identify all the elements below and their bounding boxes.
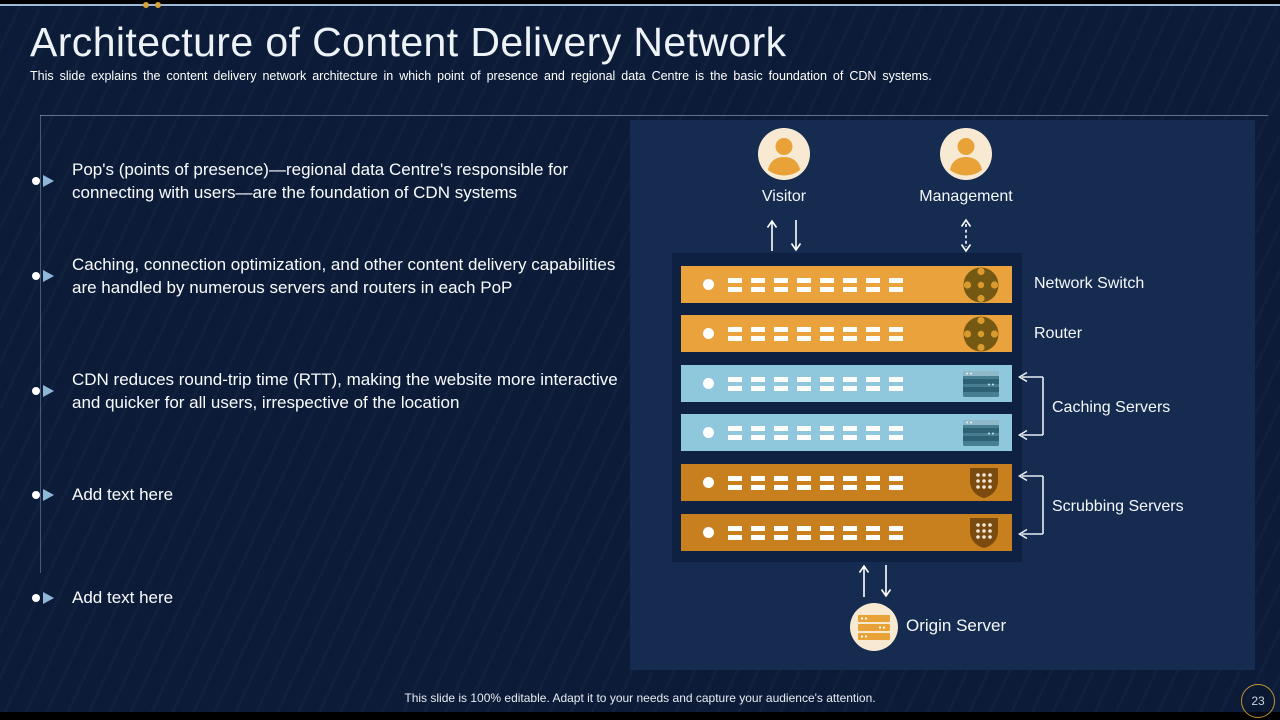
bullet-text: Add text here [72,588,174,607]
horizontal-divider [40,115,1268,116]
accent-dot-icon [155,2,161,8]
arrow-down-icon [880,565,892,598]
led-dot-icon [703,279,714,290]
arrow-down-icon [790,220,802,252]
server-rack-icon [963,419,999,446]
led-dot-icon [703,378,714,389]
visitor-label: Visitor [761,188,807,205]
router-bar [681,315,1012,352]
led-dot-icon [703,527,714,538]
management-label: Management [919,188,1013,205]
bullet-item-placeholder[interactable]: Add text here [32,586,618,609]
top-accent-line [0,4,1280,6]
bullet-text: CDN reduces round-trip time (RTT), makin… [72,370,618,412]
shield-dots-icon [969,517,999,549]
port-dashes [728,326,912,341]
led-dot-icon [703,328,714,339]
rack-container [672,253,1022,562]
bottom-black-bar [0,712,1280,720]
footer-note: This slide is 100% editable. Adapt it to… [404,691,876,705]
scrubbing-server-bar-2 [681,514,1012,551]
arrow-up-icon [766,219,778,251]
scrubbing-servers-label: Scrubbing Servers [1052,498,1184,515]
page-title: Architecture of Content Delivery Network [30,19,787,65]
bullet-marker-icon [32,175,56,187]
fan-rotor-icon [963,267,999,303]
led-dot-icon [703,427,714,438]
top-black-bar [0,0,1280,4]
network-switch-bar [681,266,1012,303]
bullet-item: Pop's (points of presence)—regional data… [32,158,618,204]
person-icon [758,128,810,180]
accent-dot-icon [143,2,149,8]
router-label: Router [1034,325,1083,342]
origin-server-label: Origin Server [906,616,1007,635]
bullet-text: Add text here [72,485,174,504]
bullet-marker-icon [32,488,56,501]
management-avatar [940,128,992,180]
bullet-marker-icon [32,270,56,282]
port-dashes [728,475,912,490]
dashed-double-arrow-icon [960,218,972,253]
caching-servers-label: Caching Servers [1052,399,1171,416]
caching-server-bar-2 [681,414,1012,451]
bullet-text: Pop's (points of presence)—regional data… [72,160,568,202]
port-dashes [728,277,912,292]
fan-rotor-icon [963,316,999,352]
bracket-left-arrows-icon [1017,470,1044,540]
port-dashes [728,425,912,440]
bullet-item: Caching, connection optimization, and ot… [32,253,618,299]
person-icon [940,128,992,180]
port-dashes [728,525,912,540]
port-dashes [728,376,912,391]
page-subtitle: This slide explains the content delivery… [30,69,932,83]
network-switch-label: Network Switch [1034,275,1145,292]
bullet-text: Caching, connection optimization, and ot… [72,255,616,297]
arrow-up-icon [858,564,870,597]
bullet-marker-icon [32,591,56,604]
vertical-divider [40,115,41,573]
bullet-item-placeholder[interactable]: Add text here [32,483,618,506]
visitor-avatar [758,128,810,180]
bullet-item: CDN reduces round-trip time (RTT), makin… [32,368,618,414]
shield-dots-icon [969,467,999,499]
server-rack-icon [963,370,999,397]
bullet-marker-icon [32,385,56,397]
page-number-badge: 23 [1241,684,1275,718]
bracket-left-arrows-icon [1017,371,1044,441]
scrubbing-server-bar-1 [681,464,1012,501]
caching-server-bar-1 [681,365,1012,402]
led-dot-icon [703,477,714,488]
origin-server-icon [850,603,898,651]
